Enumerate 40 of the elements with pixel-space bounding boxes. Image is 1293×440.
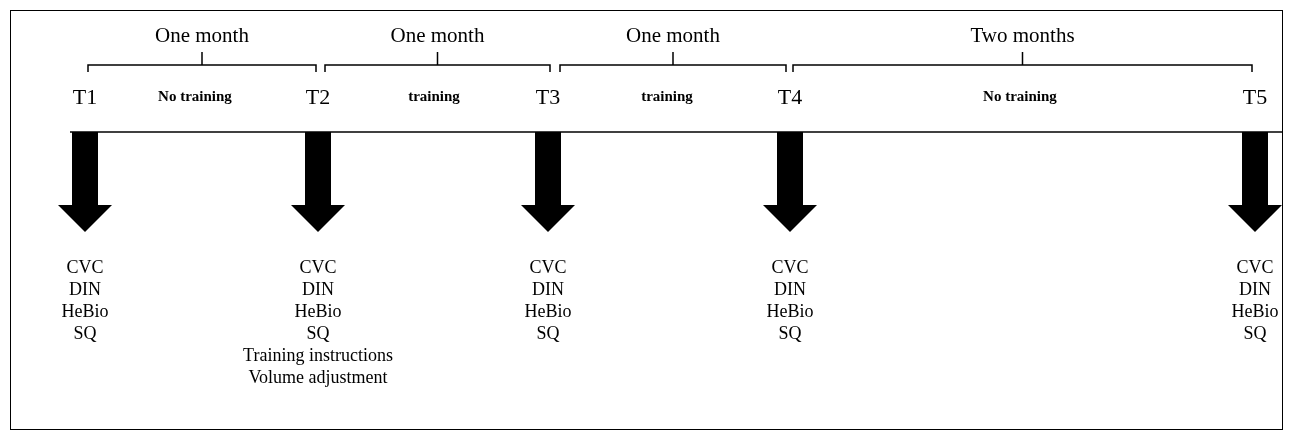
arrow <box>763 132 817 232</box>
measure-item: SQ <box>778 322 802 344</box>
phase-label: training <box>408 87 460 106</box>
measure-item: CVC <box>771 256 809 278</box>
duration-label: Two months <box>970 22 1075 48</box>
arrow <box>521 132 575 232</box>
measure-item: CVC <box>529 256 567 278</box>
measure-item: HeBio <box>766 300 814 322</box>
measure-item: SQ <box>536 322 560 344</box>
measure-item: HeBio <box>61 300 109 322</box>
measure-item: DIN <box>302 278 334 300</box>
duration-label: One month <box>155 22 249 48</box>
phase-label: No training <box>983 87 1057 106</box>
measure-item: DIN <box>532 278 564 300</box>
time-point: T5 <box>1242 82 1268 132</box>
arrow <box>1228 132 1282 232</box>
arrow <box>291 132 345 232</box>
duration-label: One month <box>626 22 720 48</box>
duration-label: One month <box>390 22 485 48</box>
time-point: T4 <box>777 82 803 132</box>
measure-item: Training instructions <box>243 344 393 366</box>
phase-label: No training <box>158 87 232 106</box>
arrow <box>58 132 112 232</box>
measure-item: HeBio <box>1231 300 1279 322</box>
measure-item: HeBio <box>294 300 342 322</box>
measure-item: DIN <box>69 278 101 300</box>
measure-item: SQ <box>1243 322 1267 344</box>
phase-label: training <box>641 87 693 106</box>
measure-item: DIN <box>1239 278 1271 300</box>
time-point: T1 <box>72 82 98 132</box>
measure-item: DIN <box>774 278 806 300</box>
measure-item: CVC <box>299 256 337 278</box>
measure-item: SQ <box>73 322 97 344</box>
measure-item: Volume adjustment <box>248 366 388 388</box>
time-point: T2 <box>305 82 331 132</box>
measure-item: CVC <box>66 256 104 278</box>
measure-item: CVC <box>1236 256 1274 278</box>
measure-item: SQ <box>306 322 330 344</box>
time-point: T3 <box>535 82 561 132</box>
measure-item: HeBio <box>524 300 572 322</box>
